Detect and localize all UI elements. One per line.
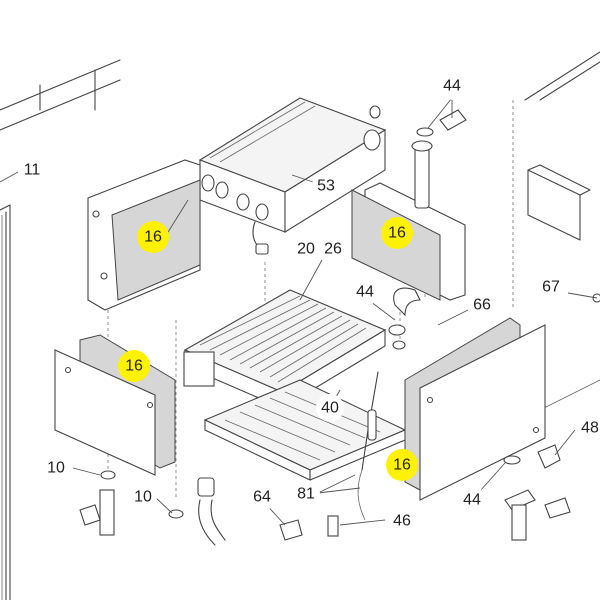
svg-text:46: 46: [393, 513, 411, 530]
combustion-chamber-base: [203, 379, 407, 481]
top-right-pipes: [388, 109, 467, 350]
left-casing: [0, 59, 121, 600]
callout-67: 67: [537, 273, 565, 301]
front-right-panel: [404, 317, 546, 501]
callout-10-left: 10: [42, 454, 70, 482]
leader-lines: [72, 97, 598, 526]
callout-16-front-right: 16: [386, 449, 418, 481]
svg-text:10: 10: [134, 489, 152, 506]
callout-48: 48: [576, 414, 600, 442]
callout-64: 64: [248, 483, 276, 511]
callout-46: 46: [388, 507, 416, 535]
callout-44-bottom: 44: [458, 486, 486, 514]
svg-text:64: 64: [253, 489, 271, 506]
callout-40: 40: [316, 394, 344, 422]
callout-16-front-left: 16: [118, 350, 150, 382]
svg-text:10: 10: [47, 460, 65, 477]
callout-26: 26: [320, 236, 346, 262]
svg-text:48: 48: [581, 420, 599, 437]
svg-text:44: 44: [356, 284, 374, 301]
bottom-fittings: [79, 444, 571, 546]
svg-text:16: 16: [393, 457, 411, 474]
svg-text:53: 53: [317, 178, 335, 195]
svg-text:26: 26: [324, 241, 342, 258]
callout-11: 11: [18, 156, 46, 184]
callout-20: 20: [293, 236, 319, 262]
svg-text:16: 16: [388, 225, 406, 242]
callout-44-mid: 44: [351, 278, 379, 306]
svg-text:16: 16: [125, 358, 143, 375]
callout-16-back-right: 16: [381, 217, 413, 249]
right-casing: [524, 51, 600, 411]
svg-text:20: 20: [297, 241, 315, 258]
svg-text:44: 44: [443, 78, 461, 95]
svg-text:40: 40: [321, 400, 339, 417]
svg-text:11: 11: [24, 162, 41, 179]
callout-81: 81: [292, 480, 320, 508]
svg-text:44: 44: [463, 492, 481, 509]
callout-66: 66: [468, 291, 496, 319]
callout-10-mid: 10: [129, 483, 157, 511]
svg-text:66: 66: [473, 297, 491, 314]
callout-16-back-left: 16: [137, 221, 169, 253]
svg-text:16: 16: [144, 229, 162, 246]
callout-53: 53: [312, 172, 340, 200]
callout-44-top: 44: [438, 72, 466, 100]
ignition-electrode: [357, 371, 379, 521]
svg-text:81: 81: [297, 486, 315, 503]
front-left-panel: [54, 334, 176, 476]
svg-text:67: 67: [542, 279, 560, 296]
